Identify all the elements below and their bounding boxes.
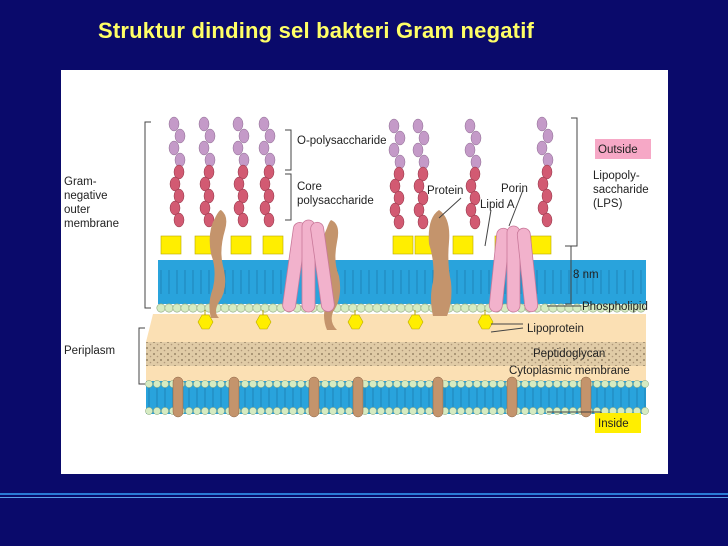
porin-left <box>282 219 335 313</box>
outer-membrane-tails <box>160 270 642 294</box>
label-periplasm: Periplasm <box>64 345 115 357</box>
outside-box <box>595 139 651 159</box>
label-o-polysaccharide: O-polysaccharide <box>297 135 386 147</box>
outer-membrane-protein <box>209 210 227 318</box>
label-phospholipid: Phospholipid <box>582 301 648 313</box>
label-core-1: Core <box>297 181 322 193</box>
label-gram-negative-2: negative <box>64 190 107 202</box>
footer-rule <box>0 493 728 495</box>
annotation-brackets <box>138 117 602 420</box>
outer-membrane-heads <box>156 303 646 313</box>
protein <box>428 210 452 316</box>
slide-title: Struktur dinding sel bakteri Gram negati… <box>98 18 535 43</box>
inside-box <box>595 413 641 433</box>
label-peptidoglycan: Peptidoglycan <box>533 348 605 360</box>
gram-negative-cell-wall-diagram: Gram- negative outer membrane O-polysacc… <box>64 116 651 433</box>
footer-rule-thin <box>0 497 728 498</box>
porin <box>488 225 539 313</box>
cytoplasmic-membrane-proteins <box>172 376 592 418</box>
label-lps-2: saccharide <box>593 184 649 196</box>
label-thickness: 8 nm <box>573 269 599 281</box>
label-lipoprotein: Lipoprotein <box>527 323 584 335</box>
label-lipid-a: Lipid A <box>480 199 515 211</box>
periplasm-region <box>146 314 646 342</box>
label-gram-negative-4: membrane <box>64 218 119 230</box>
label-inside: Inside <box>598 418 629 430</box>
label-protein: Protein <box>427 185 463 197</box>
label-gram-negative-1: Gram- <box>64 176 97 188</box>
lipoproteins <box>197 310 494 330</box>
label-cytoplasmic-membrane: Cytoplasmic membrane <box>509 365 630 377</box>
outer-membrane-bilayer <box>158 260 646 304</box>
label-outside: Outside <box>598 144 638 156</box>
label-gram-negative-3: outer <box>64 204 90 216</box>
label-lps-3: (LPS) <box>593 198 623 210</box>
lps-chains <box>168 116 554 230</box>
label-lps-1: Lipopoly- <box>593 170 640 182</box>
label-porin: Porin <box>501 183 528 195</box>
label-core-2: polysaccharide <box>297 195 374 207</box>
